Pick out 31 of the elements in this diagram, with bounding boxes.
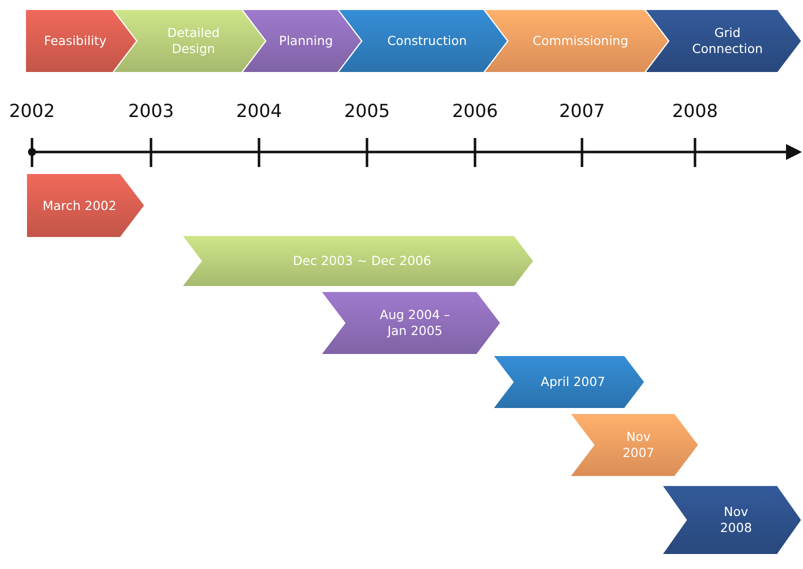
date-label: Dec 2003 ~ Dec 2006 (292, 253, 432, 269)
phase-label: Planning (279, 33, 333, 49)
date-label: April 2007 (540, 374, 606, 390)
milestone-band (571, 414, 698, 476)
date-label: March 2002 (42, 198, 116, 214)
date-label: Aug 2004 – Jan 2005 (378, 307, 452, 339)
phase-band (646, 10, 801, 72)
year-label: 2008 (672, 101, 718, 122)
phase-label: Detailed Design (166, 25, 221, 57)
milestone-band (322, 292, 500, 354)
phase-label: Grid Connection (691, 25, 764, 57)
milestone-band (494, 356, 644, 408)
phase-band (114, 10, 265, 72)
phase-band (339, 10, 507, 72)
phase-band (26, 10, 136, 72)
phase-band (485, 10, 668, 72)
phase-band (243, 10, 361, 72)
date-label: Nov 2007 (622, 429, 656, 461)
year-label: 2003 (128, 101, 174, 122)
year-label: 2007 (559, 101, 605, 122)
phase-label: Commissioning (532, 33, 628, 49)
phase-label: Feasibility (44, 33, 106, 49)
milestone-band (27, 174, 144, 237)
year-label: 2006 (452, 101, 498, 122)
phase-label: Construction (387, 33, 467, 49)
year-label: 2002 (9, 101, 55, 122)
year-label: 2004 (236, 101, 282, 122)
date-label: Nov 2008 (719, 504, 753, 536)
milestone-band (663, 486, 801, 554)
milestone-band (183, 236, 533, 286)
year-label: 2005 (344, 101, 390, 122)
